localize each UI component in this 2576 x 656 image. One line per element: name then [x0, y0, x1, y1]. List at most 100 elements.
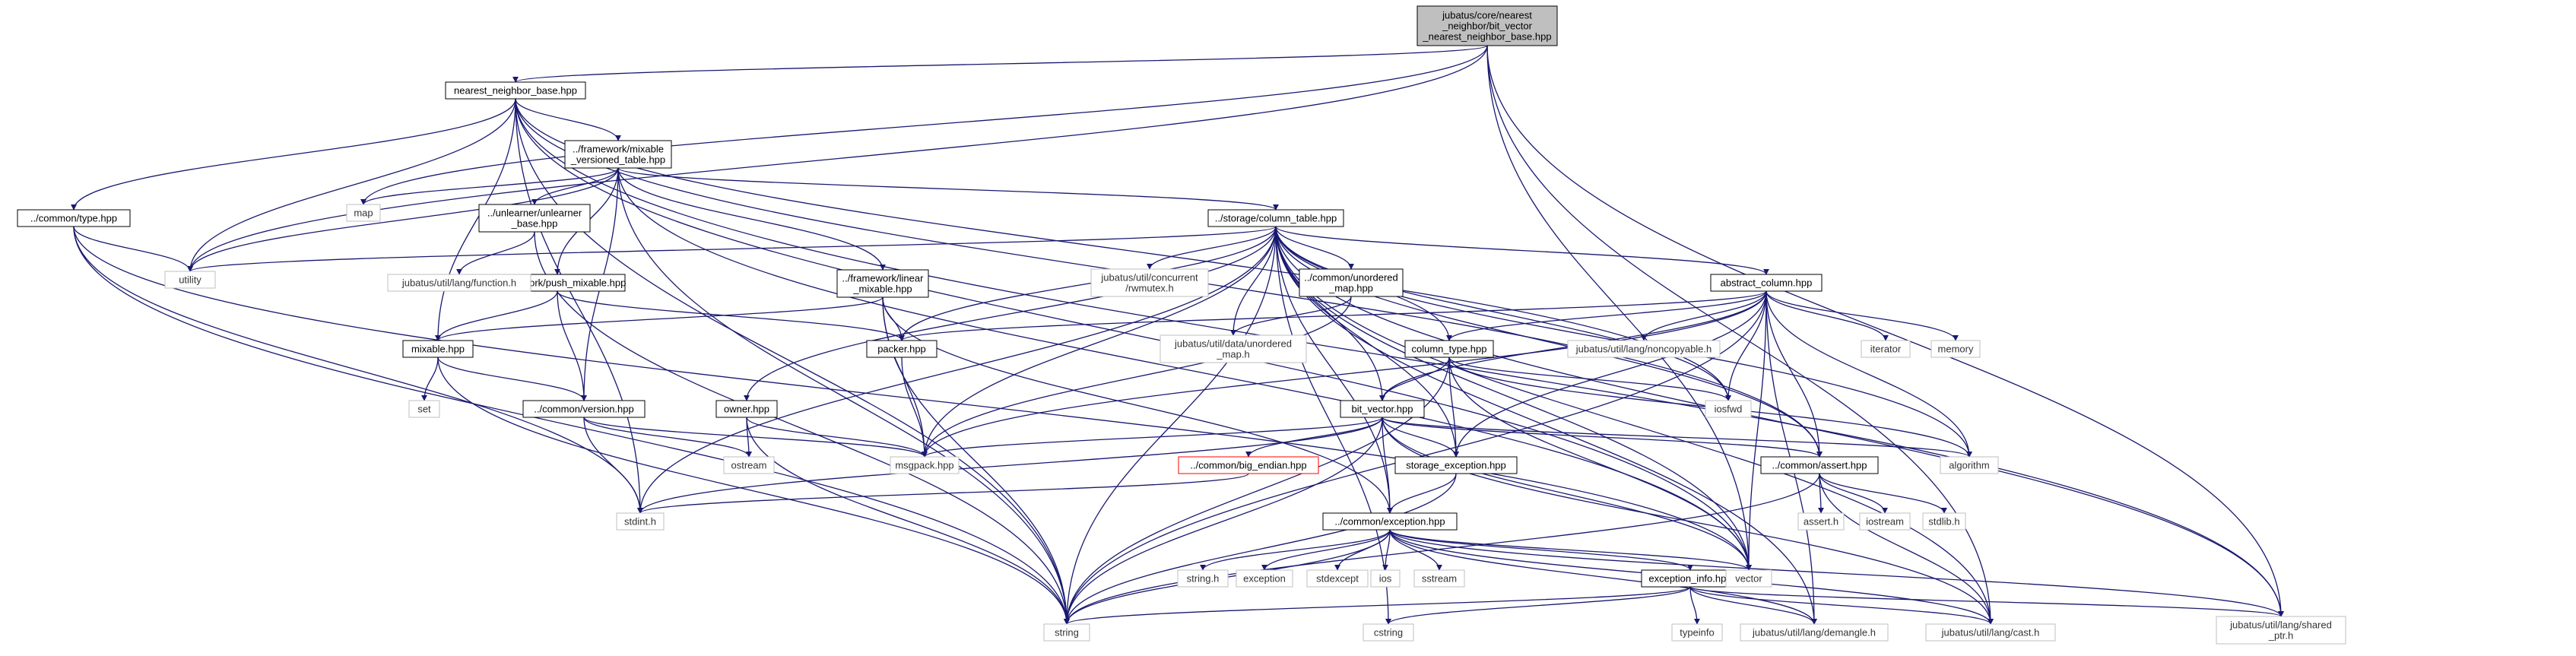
node-label: string [1055, 627, 1079, 639]
node-label: _nearest_neighbor_base.hpp [1422, 31, 1551, 43]
node-box [402, 340, 474, 358]
node-label: jubatus/util/lang/demangle.h [1752, 627, 1876, 639]
node-label: _versioned_table.hpp [570, 154, 665, 166]
include-edge-exception-to-sharedptr [1389, 529, 2284, 617]
node-iostream: iostream [1859, 512, 1911, 531]
node-versioned[interactable]: ../framework/mixable_versioned_table.hpp [564, 140, 672, 169]
include-edge-versioned-to-linearmix [617, 167, 886, 271]
include-edge-coltable-to-demangle [1275, 226, 1817, 625]
node-label: column_type.hpp [1411, 344, 1486, 355]
node-root[interactable]: jubatus/core/nearest_neighbor/bit_vector… [1416, 5, 1558, 46]
include-edge-abscol-to-iosfwd [1725, 290, 1767, 401]
include-edge-abscol-to-assert [1765, 290, 1823, 458]
node-box [1306, 569, 1369, 588]
include-edge-pushmix-to-version [557, 290, 587, 401]
node-label: storage_exception.hpp [1406, 460, 1506, 471]
node-type[interactable]: ../common/type.hpp [17, 209, 131, 227]
include-edge-coltype-to-storexc [1448, 357, 1459, 458]
include-edge-coltable-to-stdint [637, 226, 1277, 514]
include-edge-excinfo-to-string [1064, 586, 1691, 625]
node-coltable[interactable]: ../storage/column_table.hpp [1207, 209, 1344, 227]
node-label: iostream [1866, 516, 1904, 528]
node-box [1177, 569, 1229, 588]
node-box [1797, 512, 1845, 531]
node-bitvec[interactable]: bit_vector.hpp [1340, 400, 1425, 418]
node-box [17, 209, 131, 227]
node-mixable[interactable]: mixable.hpp [402, 340, 474, 358]
include-edge-unlearner-to-function [456, 231, 535, 275]
node-label: _map.hpp [1328, 283, 1373, 294]
include-edge-nnbase-to-utility [187, 98, 516, 272]
node-label: ../framework/mixable [573, 144, 664, 155]
include-edge-excinfo-to-cstring [1385, 586, 1691, 625]
include-edge-type-to-vector [73, 226, 1752, 571]
include-edge-bitvec-to-algorithm [1382, 417, 1972, 458]
node-box [1299, 268, 1404, 297]
node-stdexcept: stdexcept [1306, 569, 1369, 588]
include-edge-abscol-to-algorithm [1765, 290, 1972, 458]
node-label: sstream [1422, 573, 1457, 585]
node-label: _base.hpp [511, 218, 558, 230]
include-edge-exception-to-excinfo [1389, 529, 1693, 571]
include-edge-abscol-to-packer [899, 290, 1767, 341]
node-asserth: assert.h [1797, 512, 1845, 531]
node-linearmix[interactable]: ../framework/linear_mixable.hpp [836, 269, 929, 298]
node-exception[interactable]: ../common/exception.hpp [1322, 512, 1458, 531]
include-edge-nnbase-to-string [515, 98, 1070, 625]
node-box [1394, 456, 1518, 474]
node-label: exception [1243, 573, 1286, 585]
node-assert[interactable]: ../common/assert.hpp [1760, 456, 1879, 474]
node-box [1671, 623, 1723, 642]
node-storexc[interactable]: storage_exception.hpp [1394, 456, 1518, 474]
include-edge-coltable-to-iosfwd [1275, 226, 1731, 401]
include-edge-versioned-to-string [617, 167, 1070, 625]
include-edge-abscol-to-iterator [1765, 290, 1889, 341]
node-bigendian[interactable]: ../common/big_endian.hpp [1178, 456, 1319, 474]
node-ios: ios [1370, 569, 1401, 588]
node-label: jubatus/util/lang/function.h [401, 277, 516, 289]
node-box [715, 400, 778, 418]
include-edge-coltable-to-abscol [1275, 226, 1769, 275]
node-box [1740, 623, 1889, 642]
include-edge-excinfo-to-sharedptr [1689, 586, 2284, 617]
node-function: jubatus/util/lang/function.h [387, 274, 531, 292]
node-unordmap[interactable]: ../common/unordered_map.hpp [1299, 268, 1404, 297]
node-box [1922, 512, 1966, 531]
node-packer[interactable]: packer.hpp [866, 340, 937, 358]
include-edge-bigendian-to-stdint [637, 473, 1249, 514]
node-excinfo[interactable]: exception_info.hpp [1641, 569, 1740, 588]
include-edge-coltype-to-bitvec [1379, 357, 1450, 401]
node-box [445, 81, 586, 100]
node-box [1725, 569, 1772, 588]
node-cstring: cstring [1363, 623, 1414, 642]
include-edge-mixable-to-set [421, 357, 439, 401]
include-edge-nnbase-to-sharedptr [515, 98, 2284, 617]
include-edge-nnbase-to-versioned [515, 98, 621, 141]
include-edge-coltable-to-utility [187, 226, 1277, 272]
node-nnbase[interactable]: nearest_neighbor_base.hpp [445, 81, 586, 100]
node-label: msgpack.hpp [895, 460, 953, 471]
node-box [1416, 5, 1558, 46]
include-edge-version-to-stdint [583, 417, 643, 514]
node-owner[interactable]: owner.hpp [715, 400, 778, 418]
include-edge-coltable-to-sharedptr [1275, 226, 2284, 617]
node-version[interactable]: ../common/version.hpp [522, 400, 646, 418]
include-edge-bitvec-to-vector [1382, 417, 1752, 571]
include-edge-nnbase-to-stdint [515, 98, 643, 514]
node-coltype[interactable]: column_type.hpp [1404, 340, 1494, 358]
node-box [866, 340, 937, 358]
node-box [1340, 400, 1425, 418]
include-edge-abscol-to-noncopy [1641, 290, 1767, 341]
node-box [1370, 569, 1401, 588]
node-unlearner[interactable]: ../unlearner/unlearner_base.hpp [478, 204, 591, 233]
node-label: set [417, 404, 431, 415]
include-edge-bitvec-to-stdint [637, 417, 1383, 514]
include-edge-root-to-vector [1486, 45, 1752, 571]
node-abscol[interactable]: abstract_column.hpp [1710, 274, 1823, 292]
include-edge-excinfo-to-cast [1689, 586, 1994, 625]
include-edge-coltable-to-unordmap [1275, 226, 1354, 270]
node-box [1925, 623, 2056, 642]
node-cast: jubatus/util/lang/cast.h [1925, 623, 2056, 642]
node-box [164, 271, 216, 289]
